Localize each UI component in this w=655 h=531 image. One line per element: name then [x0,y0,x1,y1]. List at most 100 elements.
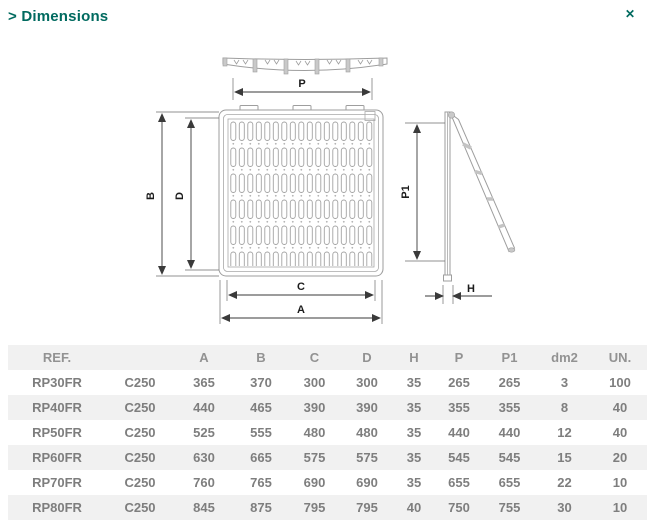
dim-label-b: B [145,192,157,200]
table-row: RP60FR C250 630 665 575 575 35 545 545 1… [8,445,647,470]
side-view [443,111,516,282]
cell-c: 390 [303,400,326,415]
dimension-c: C [226,280,376,301]
cell-un: 100 [609,375,631,390]
cell-d: 575 [356,450,378,465]
column-header-p: P [454,350,464,365]
cell-class: C250 [124,375,156,390]
cell-h: 40 [406,500,422,515]
cell-b: 875 [250,500,272,515]
cell-p: 750 [448,500,470,515]
cell-class: C250 [124,475,156,490]
dimension-a: A [219,280,383,324]
cell-p: 655 [448,475,470,490]
dim-label-p1: P1 [400,185,412,198]
cell-d: 795 [356,500,378,515]
cell-dm2: 12 [557,425,572,440]
dimension-d: D [174,117,219,271]
dimensions-diagram: P B D C A [0,30,655,345]
cell-p1: 755 [498,500,521,515]
cell-c: 575 [303,450,326,465]
cell-c: 480 [303,425,326,440]
table-row: RP50FR C250 525 555 480 480 35 440 440 1… [8,420,647,445]
table-row: RP40FR C250 440 465 390 390 35 355 355 8… [8,395,647,420]
dim-label-d: D [174,192,186,200]
column-header-d: D [362,350,372,365]
cell-ref: RP30FR [32,375,82,390]
cell-un: 10 [612,475,628,490]
cell-a: 760 [193,475,215,490]
top-section-view [222,57,388,75]
dim-label-c: C [297,281,305,293]
column-header-a: A [199,350,209,365]
cell-a: 845 [193,500,215,515]
dim-label-a: A [297,304,305,316]
cell-un: 40 [612,425,628,440]
column-header-c: C [309,350,320,365]
cell-dm2: 8 [560,400,569,415]
cell-b: 465 [250,400,272,415]
cell-h: 35 [406,375,422,390]
cell-p1: 265 [498,375,521,390]
cell-d: 390 [356,400,378,415]
dimension-p1: P1 [400,122,445,262]
cell-class: C250 [124,425,156,440]
cell-p1: 355 [498,400,521,415]
cell-a: 525 [193,425,215,440]
cell-p: 265 [448,375,470,390]
dimensions-table: REF. A B C D H P P1 dm2 UN. RP30FR C250 … [8,345,647,520]
cell-p: 440 [448,425,470,440]
close-icon: ✕ [624,7,635,21]
cell-p: 545 [448,450,470,465]
cell-d: 300 [356,375,378,390]
cell-d: 690 [356,475,378,490]
cell-c: 690 [303,475,326,490]
cell-ref: RP70FR [32,475,82,490]
cell-un: 20 [612,450,628,465]
column-header-un: UN. [608,350,632,365]
cell-class: C250 [124,400,156,415]
cell-ref: RP80FR [32,500,82,515]
cell-b: 555 [250,425,272,440]
dim-label-h: H [467,283,475,295]
column-header-class [106,345,174,370]
cell-class: C250 [124,500,156,515]
cell-ref: RP60FR [32,450,82,465]
dimension-b: B [145,111,219,277]
cell-p1: 655 [498,475,521,490]
column-header-ref: REF. [42,350,72,365]
column-header-h: H [409,350,419,365]
dimension-h: H [425,283,492,304]
cell-h: 35 [406,400,422,415]
cell-h: 35 [406,475,422,490]
cell-b: 765 [250,475,272,490]
cell-c: 795 [303,500,326,515]
cell-h: 35 [406,450,422,465]
cell-un: 40 [612,400,628,415]
column-header-p1: P1 [501,350,518,365]
cell-a: 440 [193,400,215,415]
panel-title: > Dimensions [8,8,109,25]
table-row: RP80FR C250 845 875 795 795 40 750 755 3… [8,495,647,520]
cell-un: 10 [612,500,628,515]
cell-b: 665 [250,450,272,465]
cell-d: 480 [356,425,378,440]
cell-h: 35 [406,425,422,440]
cell-dm2: 30 [557,500,572,515]
cell-a: 365 [193,375,215,390]
cell-dm2: 3 [560,375,569,390]
column-header-dm2: dm2 [551,350,578,365]
panel-header: > Dimensions ✕ [0,0,655,30]
dimension-p: P [232,78,373,100]
cell-class: C250 [124,450,156,465]
cell-a: 630 [193,450,215,465]
cell-p: 355 [448,400,470,415]
table-header-row: REF. A B C D H P P1 dm2 UN. [8,345,647,370]
column-header-b: B [256,350,266,365]
close-button[interactable]: ✕ [623,6,637,22]
front-view [218,105,384,277]
cell-ref: RP40FR [32,400,82,415]
dim-label-p: P [298,78,305,90]
cell-b: 370 [250,375,272,390]
cell-dm2: 15 [557,450,572,465]
